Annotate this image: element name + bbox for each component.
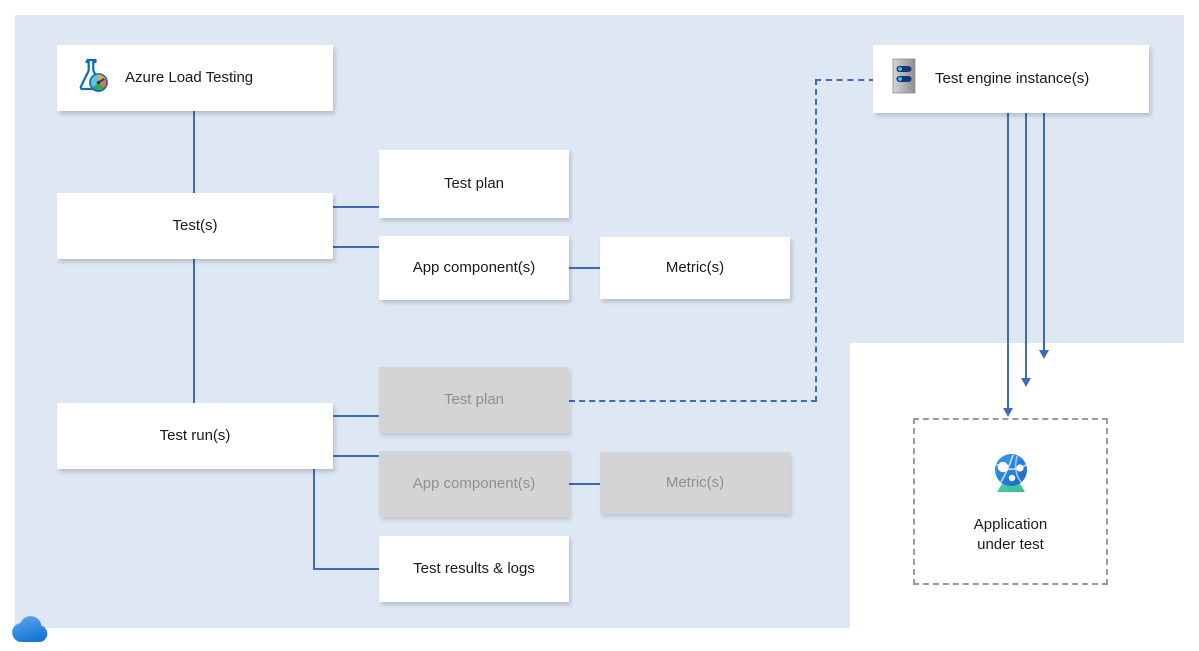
connector-testruns-to-testplan-dim <box>333 415 380 417</box>
node-label: Test plan <box>443 174 505 192</box>
virtual-machine-icon <box>887 56 921 102</box>
node-label: Test plan <box>443 390 505 408</box>
node-app-components-dimmed[interactable]: App component(s) <box>379 451 569 517</box>
connector-dashed-to-testengine <box>815 79 875 81</box>
connector-appcomponents-to-metrics <box>569 267 600 269</box>
application-under-test-boundary <box>913 418 1108 585</box>
node-label: App component(s) <box>412 474 536 492</box>
node-test-results-logs[interactable]: Test results & logs <box>379 536 569 602</box>
node-label: Metric(s) <box>665 473 725 491</box>
arrow-engine-to-app-1-shaft <box>1007 113 1009 409</box>
arrow-engine-to-app-2-shaft <box>1025 113 1027 379</box>
connector-testruns-to-results-horizontal <box>313 568 380 570</box>
connector-appcomponents-dim-to-metrics-dim <box>569 483 600 485</box>
node-metrics-dimmed[interactable]: Metric(s) <box>600 452 790 514</box>
connector-tests-to-appcomponents <box>333 246 380 248</box>
node-label: Test engine instance(s) <box>935 69 1090 87</box>
connector-dashed-testplan-right <box>569 400 817 402</box>
node-label: Test run(s) <box>159 426 231 444</box>
node-application-under-test[interactable]: Application under test <box>913 418 1108 585</box>
node-label: Metric(s) <box>665 258 725 276</box>
arrow-engine-to-app-1-head <box>1003 408 1013 417</box>
arrow-engine-to-app-2-head <box>1021 378 1031 387</box>
node-label: App component(s) <box>412 258 536 276</box>
node-azure-load-testing[interactable]: Azure Load Testing <box>57 45 333 111</box>
azure-cloud-icon <box>8 612 56 651</box>
node-tests[interactable]: Test(s) <box>57 193 333 259</box>
node-test-engine-instances[interactable]: Test engine instance(s) <box>873 45 1149 113</box>
node-label: Azure Load Testing <box>125 68 254 86</box>
node-app-components[interactable]: App component(s) <box>379 236 569 300</box>
connector-testruns-to-results-vertical <box>313 469 315 570</box>
node-label: Test(s) <box>172 216 218 234</box>
connector-tests-to-testruns <box>193 259 195 404</box>
node-test-plan[interactable]: Test plan <box>379 150 569 218</box>
app-service-globe-icon <box>983 448 1039 505</box>
node-test-plan-dimmed[interactable]: Test plan <box>379 367 569 433</box>
arrow-engine-to-app-3-shaft <box>1043 113 1045 351</box>
connector-dashed-riser <box>815 79 817 402</box>
node-label: Test results & logs <box>413 559 535 577</box>
node-metrics[interactable]: Metric(s) <box>600 237 790 299</box>
connector-tests-to-testplan <box>333 206 380 208</box>
node-test-runs[interactable]: Test run(s) <box>57 403 333 469</box>
arrow-engine-to-app-3-head <box>1039 350 1049 359</box>
load-testing-flask-icon <box>71 55 111 101</box>
connector-testruns-to-appcomponents-dim <box>333 455 380 457</box>
application-under-test-label: Application under test <box>973 515 1048 553</box>
connector-alt-to-tests <box>193 111 195 193</box>
